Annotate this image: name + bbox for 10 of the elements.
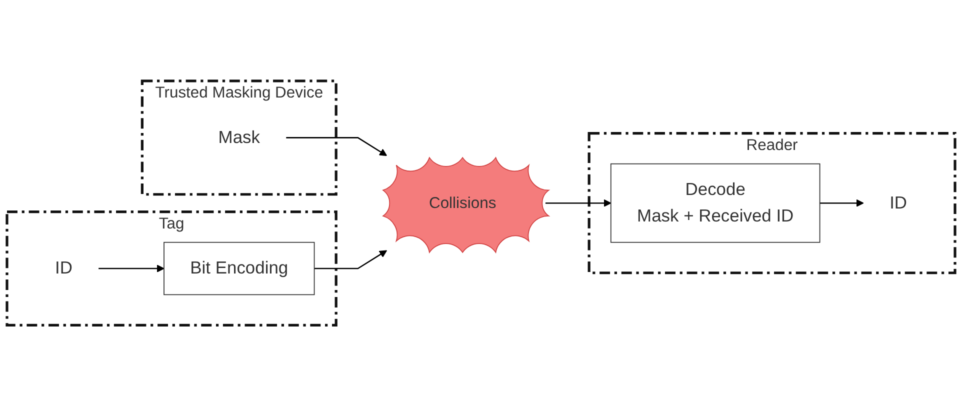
node-text: ID <box>54 259 72 279</box>
arrow <box>820 200 864 208</box>
node-text: Mask <box>218 128 260 148</box>
arrow <box>545 200 612 208</box>
arrow <box>314 250 388 270</box>
arrow <box>286 137 388 156</box>
arrow <box>98 265 164 273</box>
node-box: Bit Encoding <box>164 242 315 296</box>
node-box: Decode Mask + Received ID <box>610 164 820 244</box>
node-text: ID <box>890 194 908 214</box>
